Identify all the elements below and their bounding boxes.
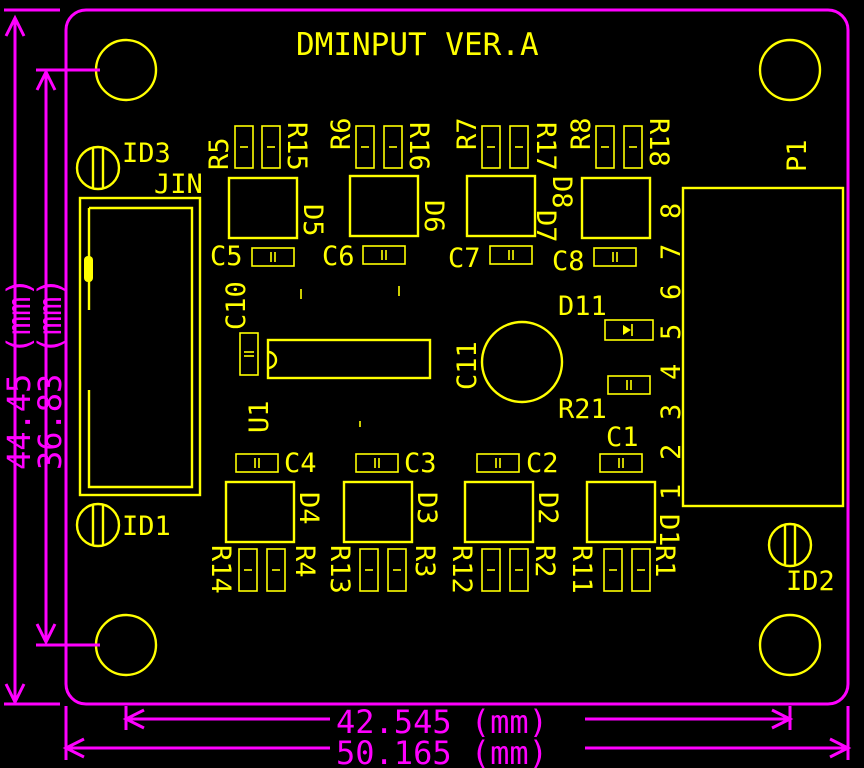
- label-d3: D3: [411, 492, 442, 525]
- label-jin: JIN: [154, 169, 203, 200]
- p1-pin-numbers: 8 7 6 5 4 3 2 1: [656, 203, 687, 500]
- label-r6: R6: [326, 117, 357, 150]
- label-d5: D5: [297, 204, 328, 237]
- label-d1: D1: [653, 514, 684, 547]
- dimension-inner-height-label: 36.83 (mm): [31, 277, 69, 470]
- board-title: DMINPUT VER.A: [296, 27, 539, 63]
- label-r7: R7: [452, 117, 483, 150]
- p1-pin-6: 6: [656, 284, 687, 300]
- dimension-inner-width-label: 42.545 (mm): [336, 703, 548, 741]
- label-d7: D7: [530, 210, 561, 243]
- label-d8: D8: [546, 176, 577, 209]
- label-r3: R3: [409, 545, 440, 578]
- mounting-hole-top-right: [758, 38, 822, 102]
- label-d4: D4: [293, 492, 324, 525]
- label-r13: R13: [324, 545, 355, 594]
- board-outline: [64, 8, 850, 706]
- diode-group-bottom: [224, 480, 657, 544]
- mounting-hole-bottom-left: [94, 613, 158, 677]
- label-r17: R17: [530, 122, 561, 171]
- mounting-hole-top-left: [94, 38, 158, 102]
- connector-jin: [78, 196, 202, 497]
- label-c3: C3: [404, 448, 437, 479]
- label-d6: D6: [418, 200, 449, 233]
- dimension-inner-width: [122, 706, 794, 730]
- label-r4: R4: [289, 545, 320, 578]
- p1-pin-8: 8: [656, 203, 687, 219]
- label-c8: C8: [552, 246, 585, 277]
- label-c7: C7: [448, 243, 481, 274]
- label-r2: R2: [529, 545, 560, 578]
- resistor-group-bottom: [238, 548, 651, 592]
- label-r1: R1: [649, 545, 680, 578]
- diode-d11: [604, 319, 654, 341]
- resistor-r21: [607, 375, 651, 395]
- label-u1: U1: [244, 400, 275, 433]
- label-c11: C11: [452, 341, 483, 390]
- p1-pin-3: 3: [656, 404, 687, 420]
- label-c6: C6: [322, 241, 355, 272]
- label-c5: C5: [210, 241, 243, 272]
- label-id2: ID2: [786, 566, 835, 597]
- label-r14: R14: [205, 545, 236, 594]
- resistor-group-top: [234, 125, 643, 169]
- dimension-outer-width-label: 50.165 (mm): [336, 734, 548, 768]
- label-c4: C4: [284, 448, 317, 479]
- mounting-hole-bottom-right: [758, 613, 822, 677]
- dimension-outer-height: [4, 8, 60, 706]
- capacitor-group-top: [251, 245, 637, 267]
- label-id3: ID3: [122, 138, 171, 169]
- fiducial-id2: [767, 522, 813, 568]
- fiducial-id1: [75, 502, 121, 548]
- label-id1: ID1: [122, 511, 171, 542]
- ic-u1: [266, 338, 432, 380]
- fiducial-id3: [75, 145, 121, 191]
- label-r15: R15: [281, 122, 312, 171]
- capacitor-c10: [239, 332, 259, 376]
- label-p1: P1: [782, 139, 813, 172]
- p1-pin-7: 7: [656, 244, 687, 260]
- label-c10: C10: [221, 281, 252, 330]
- label-d11: D11: [558, 291, 607, 322]
- label-c1: C1: [606, 422, 639, 453]
- p1-pin-1: 1: [656, 484, 687, 500]
- label-r18: R18: [643, 118, 674, 167]
- capacitor-c11: [480, 320, 564, 404]
- dimension-outer-height-label: 44.45 (mm): [0, 277, 38, 470]
- label-r11: R11: [566, 545, 597, 594]
- diode-group-top: [227, 174, 652, 240]
- label-c2: C2: [526, 448, 559, 479]
- dimension-outer-width: [62, 706, 852, 760]
- dimension-inner-height: [35, 68, 100, 647]
- p1-pin-4: 4: [656, 364, 687, 380]
- label-r8: R8: [566, 117, 597, 150]
- p1-pin-5: 5: [656, 324, 687, 340]
- label-r16: R16: [403, 122, 434, 171]
- label-r5: R5: [204, 137, 235, 170]
- label-r21: R21: [558, 394, 607, 425]
- connector-p1: [681, 186, 845, 508]
- label-d2: D2: [532, 492, 563, 525]
- p1-pin-2: 2: [656, 444, 687, 460]
- capacitor-group-bottom: [235, 453, 643, 473]
- label-r12: R12: [446, 545, 477, 594]
